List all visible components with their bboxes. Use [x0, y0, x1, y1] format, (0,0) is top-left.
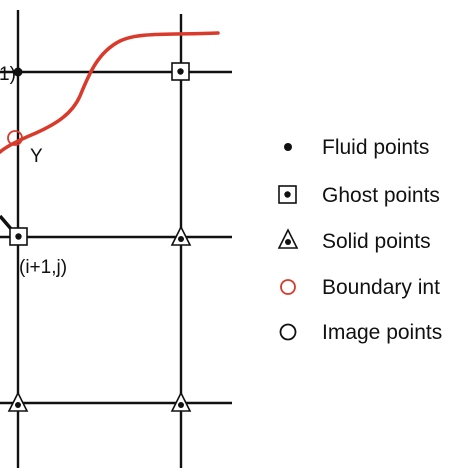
legend-label: Fluid points	[322, 136, 429, 159]
image-point-icon	[279, 323, 297, 341]
legend-item: Solid points	[277, 228, 431, 253]
legend-label: Solid points	[322, 230, 431, 253]
legend-label: Image points	[322, 321, 442, 344]
legend-item: Ghost points	[278, 184, 440, 207]
solid-point-marker	[7, 391, 29, 412]
legend-label: Boundary int	[322, 276, 440, 299]
boundary-intercept-icon	[280, 279, 296, 295]
grid	[0, 10, 232, 468]
solid-point-marker	[170, 225, 192, 246]
ghost-point-label: (i+1,j)	[19, 257, 67, 278]
legend-item: Image points	[279, 321, 442, 344]
point-label-fragment: 1)	[0, 64, 16, 85]
legend-item: Boundary int	[280, 276, 440, 299]
ghost-point-marker	[9, 227, 28, 246]
legend: Fluid points Ghost points Solid points B…	[277, 136, 442, 344]
fluid-point-marker	[13, 67, 23, 77]
legend-label: Ghost points	[322, 184, 440, 207]
boundary-curve	[0, 31, 220, 154]
solid-point-marker	[170, 391, 192, 412]
ghost-point-icon	[278, 185, 297, 204]
legend-item: Fluid points	[284, 136, 429, 159]
fluid-point-icon	[284, 143, 292, 151]
boundary-intercept-marker	[7, 130, 23, 146]
solid-point-icon	[277, 228, 299, 249]
intercept-label: Y	[30, 146, 43, 167]
ghost-point-marker	[171, 62, 190, 81]
